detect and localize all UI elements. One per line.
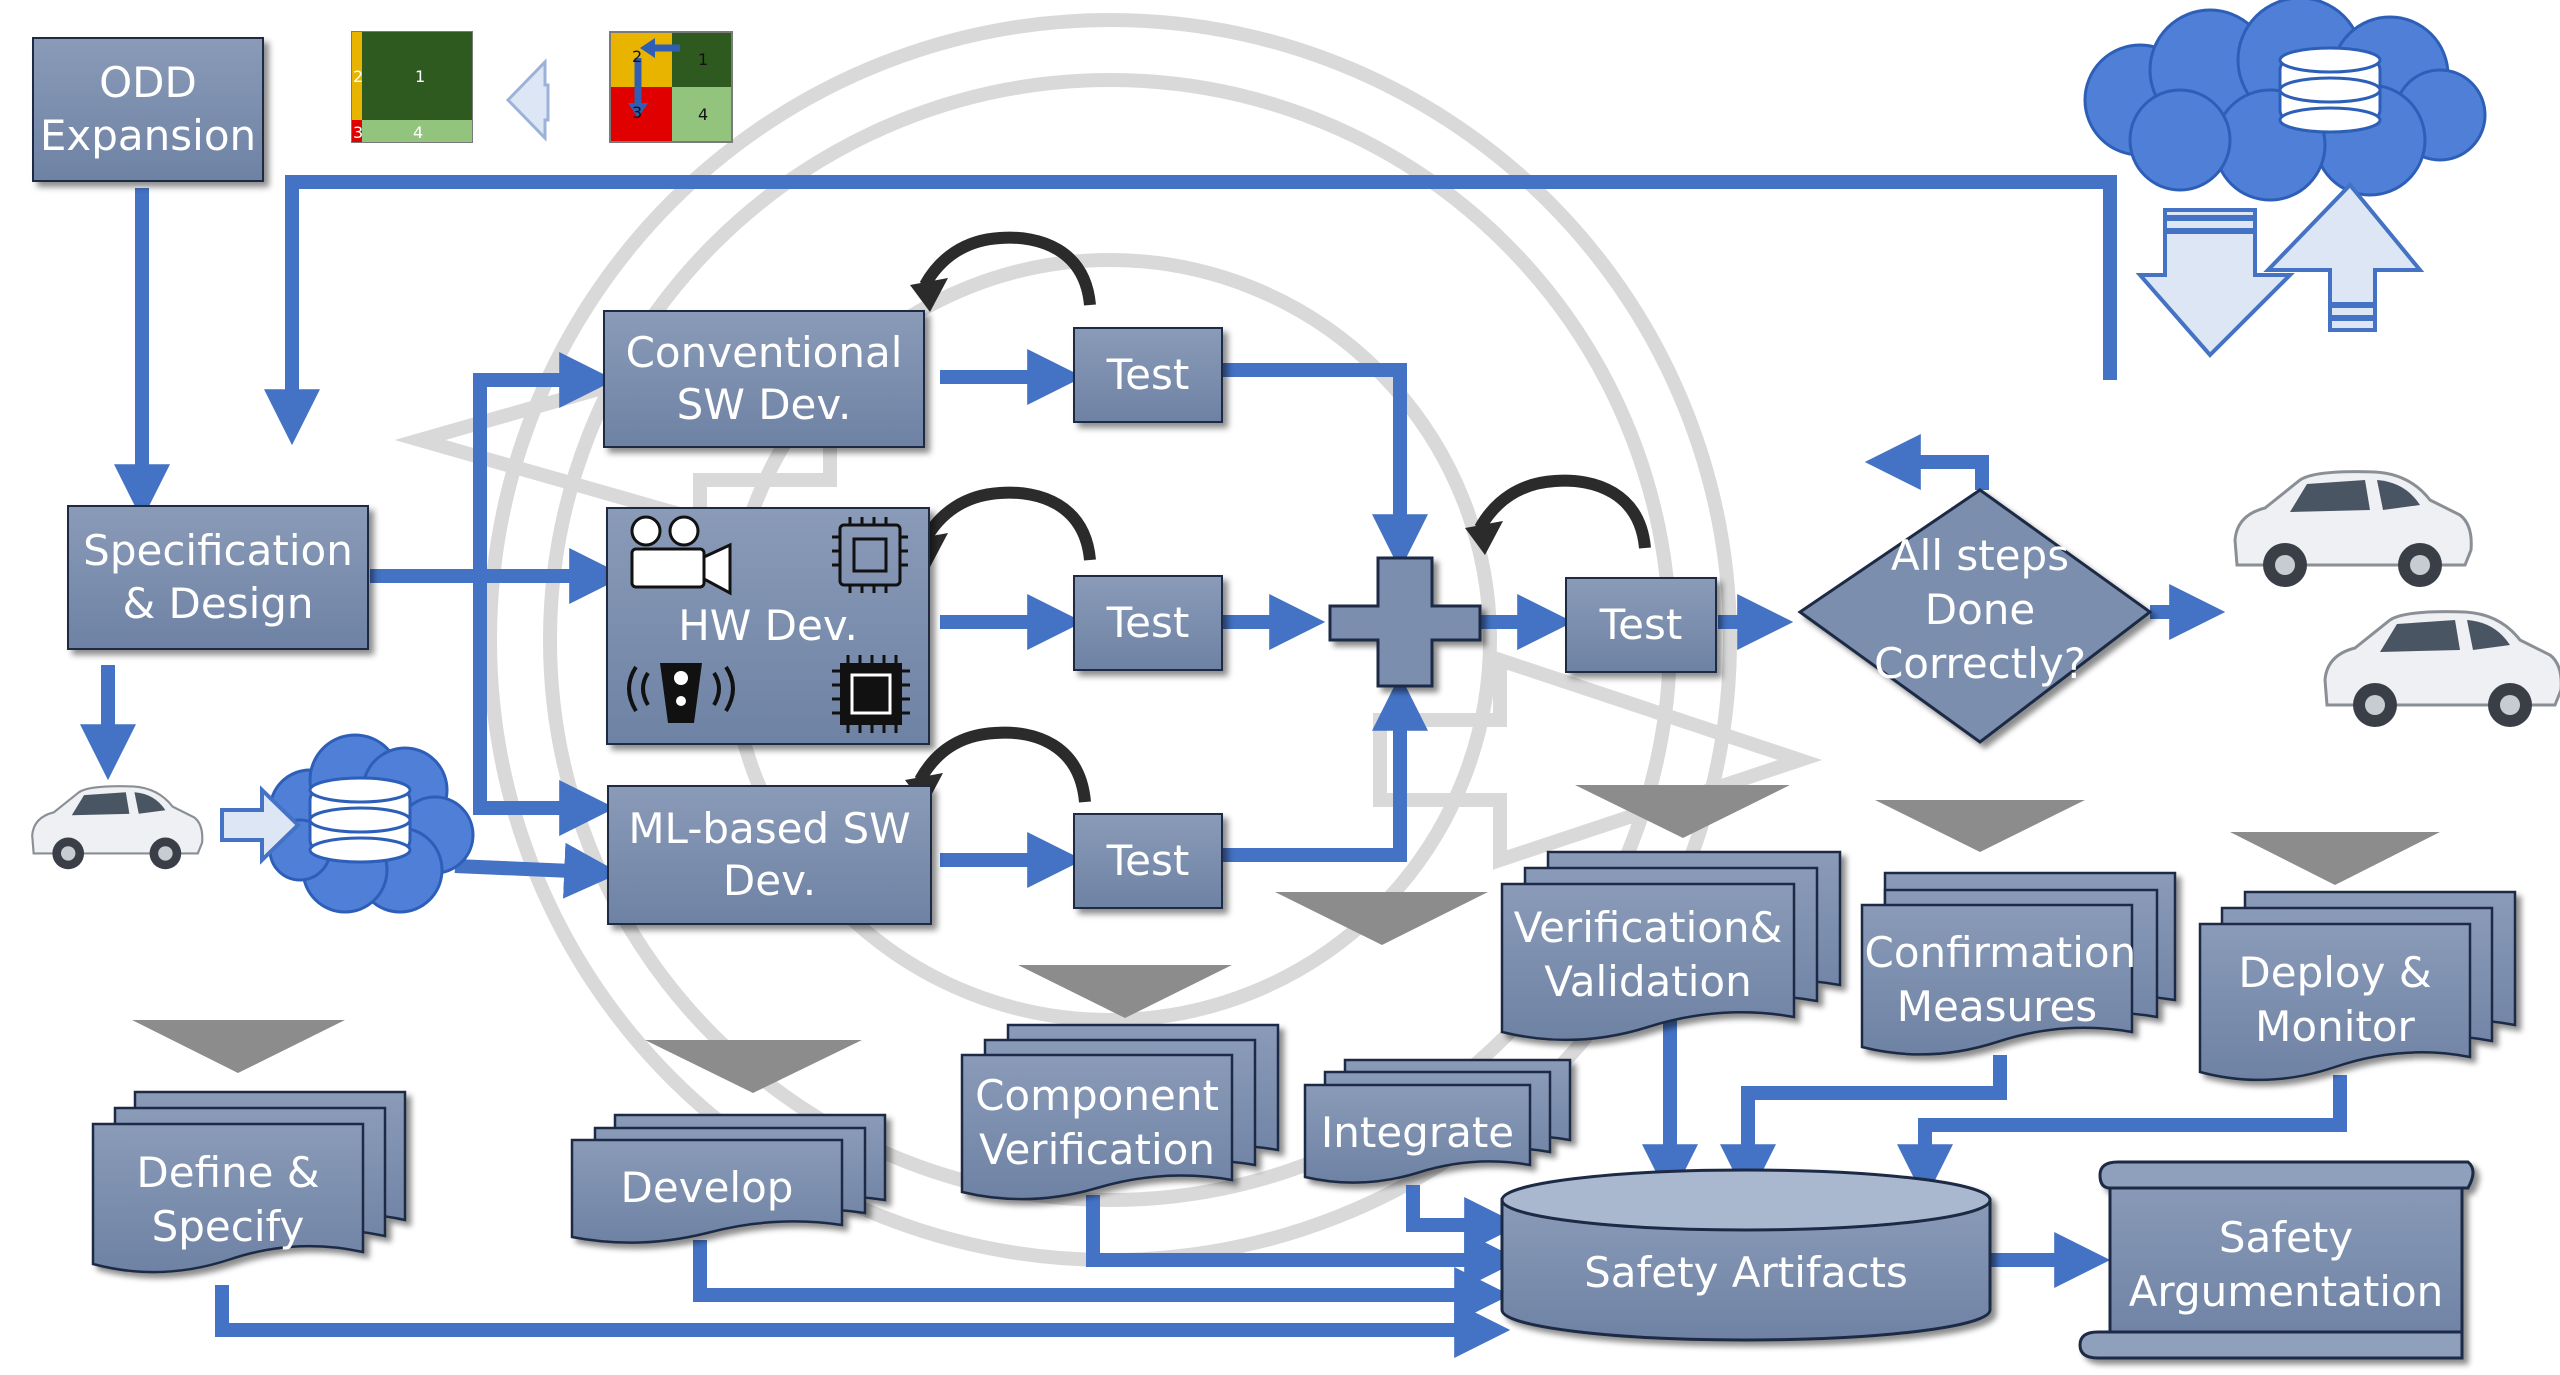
safety-artifacts-store: Safety Artifacts [1502,1230,1990,1315]
safety-artifacts-label: Safety Artifacts [1584,1247,1908,1297]
test-hw-box[interactable]: Test [1073,575,1223,671]
integrate-doc: Integrate [1305,1095,1530,1170]
grid-after-cell-3: 3 [632,103,642,122]
safety-argumentation-scroll [2078,1160,2475,1360]
odd-grid-after-icon: 1 2 3 4 [609,31,733,143]
test-hw-label: Test [1106,597,1190,647]
grid-after-cell-4: 4 [698,105,708,124]
processor-icon [832,655,910,733]
step-triangles [132,785,2440,1093]
car-icon [31,470,2560,870]
ml-sw-box: ML-based SW Dev. [607,785,932,925]
safety-argumentation-doc: Safety Argumentation [2110,1205,2462,1325]
speaker-icon [627,663,735,723]
confirmation-measures-doc: Confirmation Measures [1862,925,2137,1035]
flow-arrows [80,175,2347,1358]
deploy-monitor-doc: Deploy & Monitor [2200,945,2470,1055]
verification-validation-doc: Verification& Validation [1502,900,1794,1010]
hw-dev-icons [627,515,910,733]
define-specify-label: Define & Specify [136,1148,320,1251]
develop-label: Develop [620,1162,794,1212]
develop-doc: Develop [572,1150,842,1225]
define-specify-doc: Define & Specify [93,1145,363,1255]
spec-design-box: Specification & Design [67,505,369,650]
component-verification-doc: Component Verification [962,1068,1232,1178]
stripes [2165,215,2375,321]
grid-after-cell-1: 1 [698,50,708,69]
conventional-sw-label: Conventional SW Dev. [625,327,903,430]
decision-label-wrap: All steps Done Correctly? [1830,510,2130,710]
conventional-sw-box: Conventional SW Dev. [603,310,925,448]
test-integrated-box[interactable]: Test [1565,577,1717,673]
deploy-monitor-label: Deploy & Monitor [2238,948,2432,1051]
grid-after-cell-2: 2 [632,47,642,66]
ml-sw-label: ML-based SW Dev. [628,803,911,906]
odd-expansion-box: ODD Expansion [32,37,264,182]
left-arrow-icon [505,58,550,142]
loop-arrow-icon [914,231,1651,803]
safety-argumentation-label: Safety Argumentation [2128,1213,2444,1316]
integrate-label: Integrate [1320,1107,1515,1157]
decision-diamond [1797,488,2153,744]
safety-artifacts-cylinder [1500,1168,1992,1342]
grid-before-cell-4: 4 [413,123,423,142]
plus-icon [1328,556,1482,688]
component-verification-label: Component Verification [975,1071,1219,1174]
camera-icon [630,515,732,596]
hw-dev-label: HW Dev. [678,600,858,650]
grid-before-cell-1: 1 [415,67,425,86]
database-icon [308,46,2382,864]
confirmation-measures-label: Confirmation Measures [1864,928,2137,1031]
grid-before-cell-3: 3 [353,123,363,142]
test-ml-box[interactable]: Test [1073,813,1223,909]
document-stacks [91,850,2517,1274]
test-integrated-label: Test [1599,599,1683,649]
verification-validation-label: Verification& Validation [1513,903,1783,1006]
odd-grid-before-icon: 1 2 3 4 [351,31,473,143]
decision-label: All steps Done Correctly? [1873,531,2087,688]
odd-expansion-label: ODD Expansion [39,58,257,160]
test-conventional-box[interactable]: Test [1073,327,1223,423]
right-arrow-icon [220,785,301,865]
chip-icon [832,517,908,593]
test-ml-label: Test [1106,835,1190,885]
grid-before-cell-2: 2 [353,67,363,86]
test-conventional-label: Test [1106,349,1190,399]
spec-design-label: Specification & Design [83,526,353,628]
